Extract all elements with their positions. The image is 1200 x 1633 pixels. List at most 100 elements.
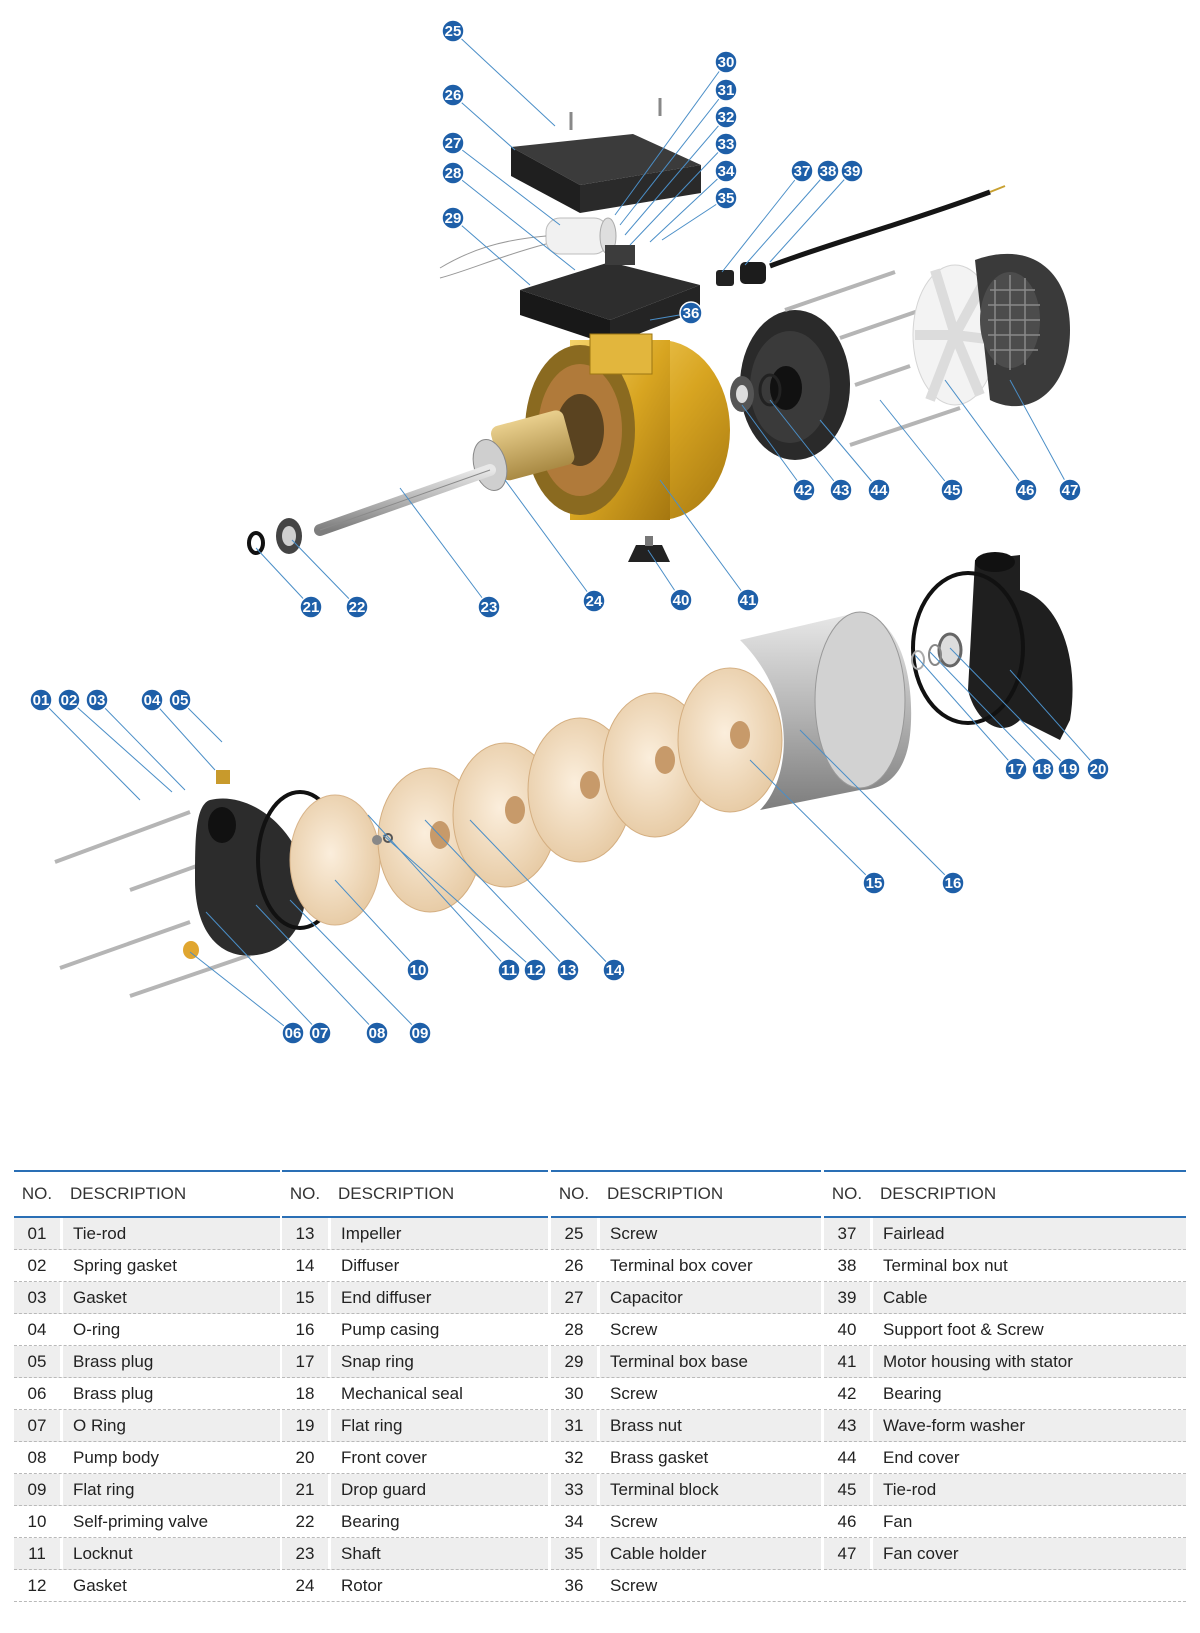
part-description: Screw bbox=[597, 1218, 821, 1249]
table-row: 04 O-ring bbox=[14, 1314, 280, 1346]
part-number: 34 bbox=[564, 1511, 584, 1531]
leader-line-24 bbox=[504, 479, 595, 602]
callout-marker bbox=[840, 159, 864, 183]
callout-marker bbox=[714, 132, 738, 156]
callout-marker bbox=[714, 186, 738, 210]
leader-line-22 bbox=[291, 539, 358, 608]
callout-label: 25 bbox=[445, 23, 462, 40]
callout-marker bbox=[408, 1021, 432, 1045]
callout-marker bbox=[477, 595, 501, 619]
callout-marker bbox=[497, 958, 521, 982]
callout-label: 38 bbox=[820, 163, 837, 180]
callout-28: 28 bbox=[441, 161, 465, 185]
callout-label: 08 bbox=[369, 1025, 386, 1042]
callout-marker bbox=[1057, 757, 1081, 781]
part-number: 27 bbox=[564, 1287, 584, 1307]
part-description: Drop guard bbox=[328, 1474, 548, 1505]
header-description: DESCRIPTION bbox=[70, 1184, 187, 1203]
part-number: 04 bbox=[27, 1319, 47, 1339]
callout-13: 13 bbox=[556, 958, 580, 982]
callout-marker bbox=[1058, 478, 1082, 502]
part-description bbox=[870, 1570, 1186, 1601]
callout-11: 11 bbox=[497, 958, 521, 982]
header-description: DESCRIPTION bbox=[338, 1184, 455, 1203]
callout-label: 23 bbox=[481, 599, 498, 616]
callout-08: 08 bbox=[365, 1021, 389, 1045]
callout-23: 23 bbox=[477, 595, 501, 619]
callout-label: 30 bbox=[718, 54, 735, 71]
part-description: Bearing bbox=[328, 1506, 548, 1537]
callout-marker bbox=[941, 871, 965, 895]
callout-label: 06 bbox=[285, 1025, 302, 1042]
leader-line-35 bbox=[661, 197, 727, 241]
callout-35: 35 bbox=[714, 186, 738, 210]
callout-label: 05 bbox=[172, 692, 189, 709]
callout-14: 14 bbox=[602, 958, 626, 982]
callout-29: 29 bbox=[441, 206, 465, 230]
part-number: 38 bbox=[837, 1255, 857, 1275]
part-description: Motor housing with stator bbox=[870, 1346, 1186, 1377]
fan bbox=[912, 264, 998, 406]
header-description: DESCRIPTION bbox=[607, 1184, 724, 1203]
table-row: 05 Brass plug bbox=[14, 1346, 280, 1378]
header-no: NO. bbox=[558, 1184, 590, 1203]
part-description: Pump casing bbox=[328, 1314, 548, 1345]
part-number: 40 bbox=[837, 1319, 857, 1339]
leader-lines bbox=[40, 30, 1099, 1034]
callout-label: 03 bbox=[89, 692, 106, 709]
part-number: 18 bbox=[295, 1383, 315, 1403]
leader-line-30 bbox=[614, 61, 727, 216]
callout-marker bbox=[790, 159, 814, 183]
part-description: Cable holder bbox=[597, 1538, 821, 1569]
impeller-stack bbox=[377, 667, 783, 913]
callout-marker bbox=[57, 688, 81, 712]
bearing-rear bbox=[730, 376, 754, 412]
callout-marker bbox=[345, 595, 369, 619]
support-foot-and-screw bbox=[628, 536, 670, 562]
callout-19: 19 bbox=[1057, 757, 1081, 781]
callout-label: 31 bbox=[718, 82, 735, 99]
part-number: 47 bbox=[837, 1543, 857, 1563]
motor-housing-with-stator bbox=[525, 333, 730, 520]
part-description: Bearing bbox=[870, 1378, 1186, 1409]
leader-line-10 bbox=[334, 879, 419, 971]
callout-label: 28 bbox=[445, 165, 462, 182]
callout-label: 10 bbox=[410, 962, 427, 979]
part-number: 25 bbox=[564, 1223, 584, 1243]
part-description: Terminal box cover bbox=[597, 1250, 821, 1281]
leader-line-21 bbox=[255, 547, 312, 608]
part-description: Screw bbox=[597, 1314, 821, 1345]
callout-39: 39 bbox=[840, 159, 864, 183]
part-number: 39 bbox=[837, 1287, 857, 1307]
callout-12: 12 bbox=[523, 958, 547, 982]
part-description: Gasket bbox=[60, 1570, 280, 1601]
part-number: 19 bbox=[295, 1415, 315, 1435]
tie-rod-front bbox=[54, 810, 256, 998]
callout-label: 07 bbox=[312, 1025, 329, 1042]
callout-45: 45 bbox=[940, 478, 964, 502]
part-description: Terminal box nut bbox=[870, 1250, 1186, 1281]
part-description: Flat ring bbox=[60, 1474, 280, 1505]
part-description: Brass plug bbox=[60, 1346, 280, 1377]
callout-30: 30 bbox=[714, 50, 738, 74]
part-description: Diffuser bbox=[328, 1250, 548, 1281]
callout-label: 24 bbox=[586, 593, 603, 610]
part-description: Rotor bbox=[328, 1570, 548, 1601]
part-number: 29 bbox=[564, 1351, 584, 1371]
callout-label: 45 bbox=[944, 482, 961, 499]
callout-marker bbox=[168, 688, 192, 712]
part-description: O-ring bbox=[60, 1314, 280, 1345]
part-number: 05 bbox=[27, 1351, 47, 1371]
callout-label: 40 bbox=[673, 592, 690, 609]
callout-marker bbox=[1086, 757, 1110, 781]
